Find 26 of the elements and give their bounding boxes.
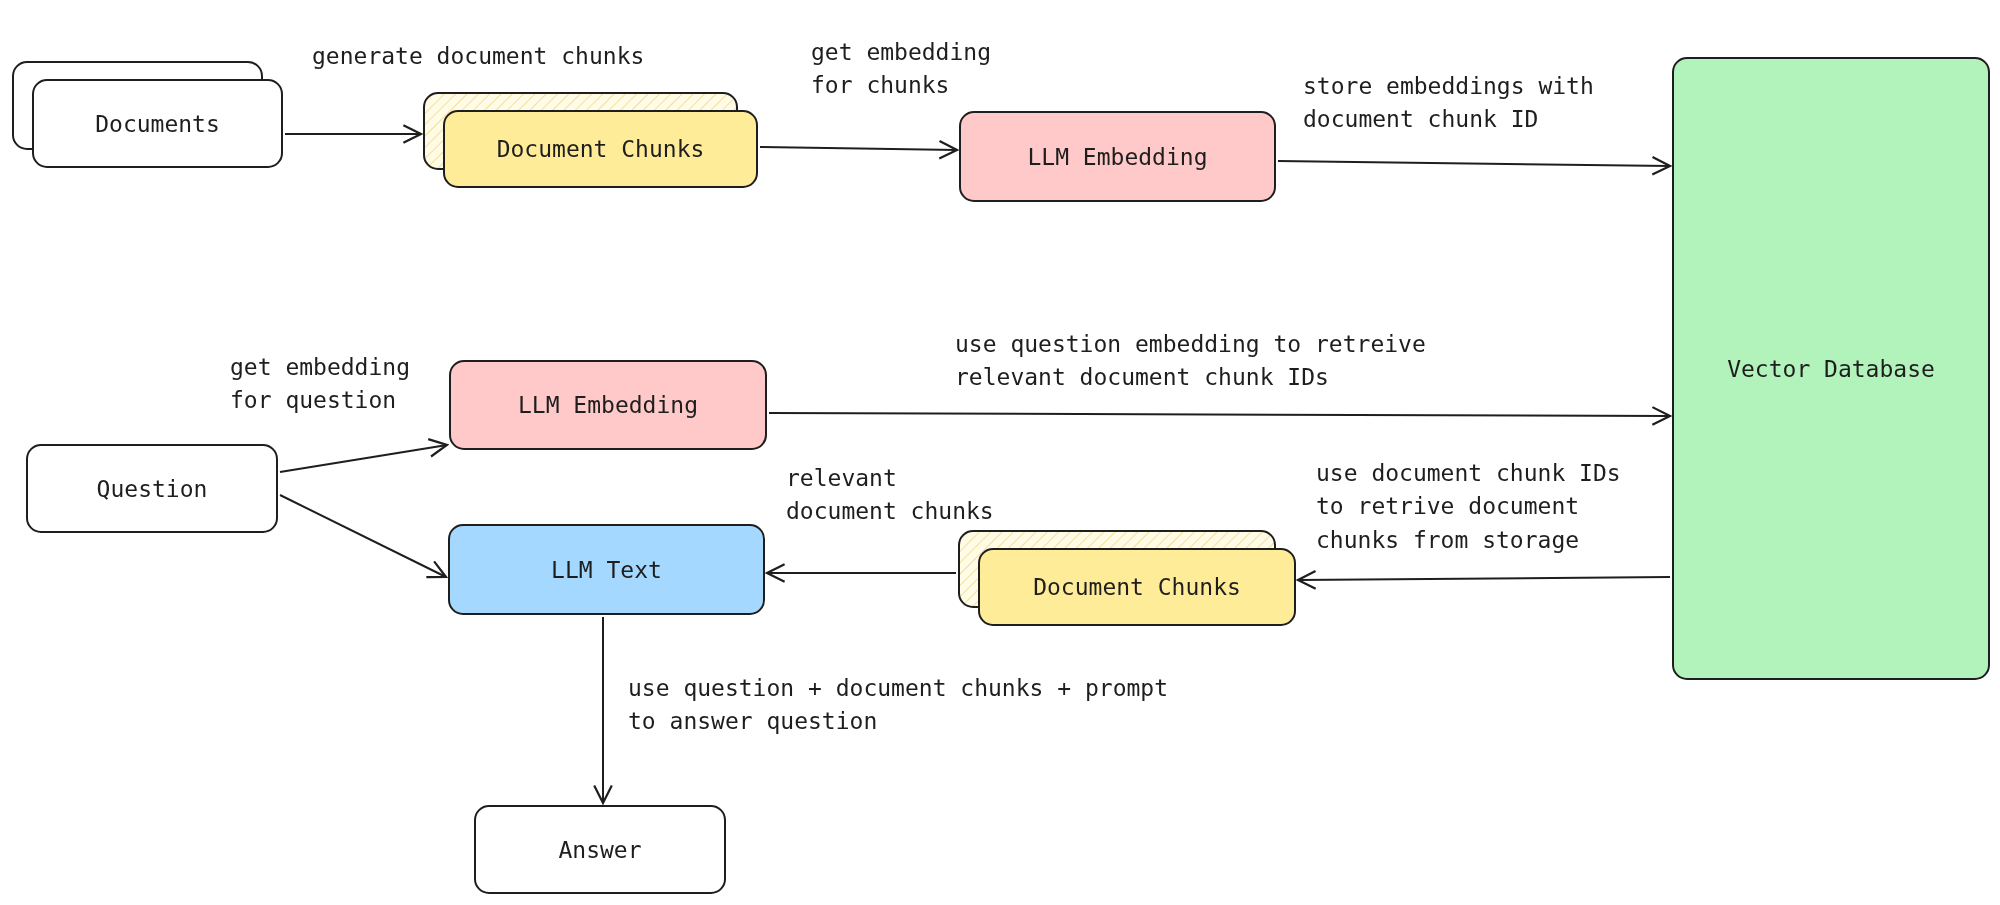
edge-label: store embeddings with document chunk ID (1303, 72, 1595, 135)
node-label: Document Chunks (496, 136, 705, 162)
arrow (759, 139, 959, 160)
arrow (279, 494, 448, 579)
node-label: LLM Embedding (1027, 143, 1208, 170)
node-label: Documents (95, 110, 220, 137)
edge-label: use document chunk IDs to retrive document chunks from storage (1316, 459, 1622, 555)
edge-label: use question + document chunks + prompt to answer question (628, 674, 1170, 737)
arrow (284, 124, 423, 144)
edge-label: use question embedding to retreive relevant document chunk IDs (955, 330, 1427, 393)
arrow (1277, 155, 1672, 176)
node-label: Document Chunks (1033, 574, 1241, 600)
node-label: LLM Text (551, 556, 662, 583)
edge-label: get embedding for question (230, 353, 411, 416)
node-label: Vector Database (1727, 355, 1935, 382)
node-label: LLM Embedding (518, 392, 698, 418)
edge-label: generate document chunks (312, 42, 646, 71)
node-label: Answer (558, 836, 642, 863)
arrow (1296, 569, 1671, 590)
arrow (768, 406, 1672, 426)
arrow (279, 438, 449, 473)
arrow (765, 563, 957, 583)
node-label: Question (96, 475, 208, 502)
edge-label: get embedding for chunks (811, 38, 992, 101)
arrow (593, 616, 613, 805)
edge-label: relevant document chunks (786, 464, 995, 527)
